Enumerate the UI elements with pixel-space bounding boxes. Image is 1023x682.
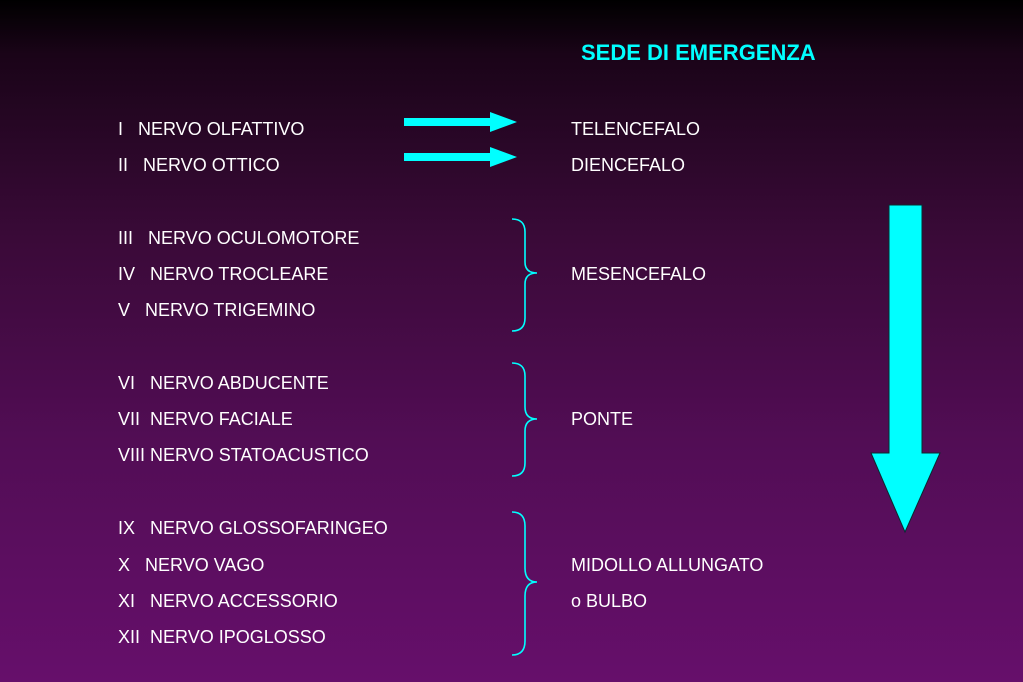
right-arrow-icon bbox=[404, 147, 517, 167]
nerve-item-4: IV NERVO TROCLEARE bbox=[118, 264, 329, 284]
brace-icon bbox=[511, 511, 538, 656]
site-bulbo: o BULBO bbox=[571, 591, 648, 611]
right-arrow-icon bbox=[404, 112, 517, 132]
nerve-item-6: VI NERVO ABDUCENTE bbox=[118, 373, 329, 393]
nerve-item-11: XI NERVO ACCESSORIO bbox=[118, 591, 338, 611]
site-telencefalo: TELENCEFALO bbox=[571, 119, 701, 139]
down-arrow-icon bbox=[870, 204, 941, 534]
nerve-item-10: X NERVO VAGO bbox=[118, 555, 265, 575]
site-midollo-allungato: MIDOLLO ALLUNGATO bbox=[571, 555, 764, 575]
nerve-item-7: VII NERVO FACIALE bbox=[118, 409, 293, 429]
site-ponte: PONTE bbox=[571, 409, 634, 429]
nerve-item-1: I NERVO OLFATTIVO bbox=[118, 119, 305, 139]
nerve-item-8: VIII NERVO STATOACUSTICO bbox=[118, 445, 369, 465]
site-diencefalo: DIENCEFALO bbox=[571, 155, 686, 175]
nerve-item-12: XII NERVO IPOGLOSSO bbox=[118, 627, 326, 647]
nerve-item-2: II NERVO OTTICO bbox=[118, 155, 280, 175]
nerve-item-3: III NERVO OCULOMOTORE bbox=[118, 228, 360, 248]
brace-icon bbox=[511, 362, 538, 477]
nerve-item-5: V NERVO TRIGEMINO bbox=[118, 300, 316, 320]
nerve-item-9: IX NERVO GLOSSOFARINGEO bbox=[118, 518, 388, 538]
slide-heading: SEDE DI EMERGENZA bbox=[581, 40, 816, 65]
brace-icon bbox=[511, 218, 538, 332]
site-mesencefalo: MESENCEFALO bbox=[571, 264, 707, 284]
